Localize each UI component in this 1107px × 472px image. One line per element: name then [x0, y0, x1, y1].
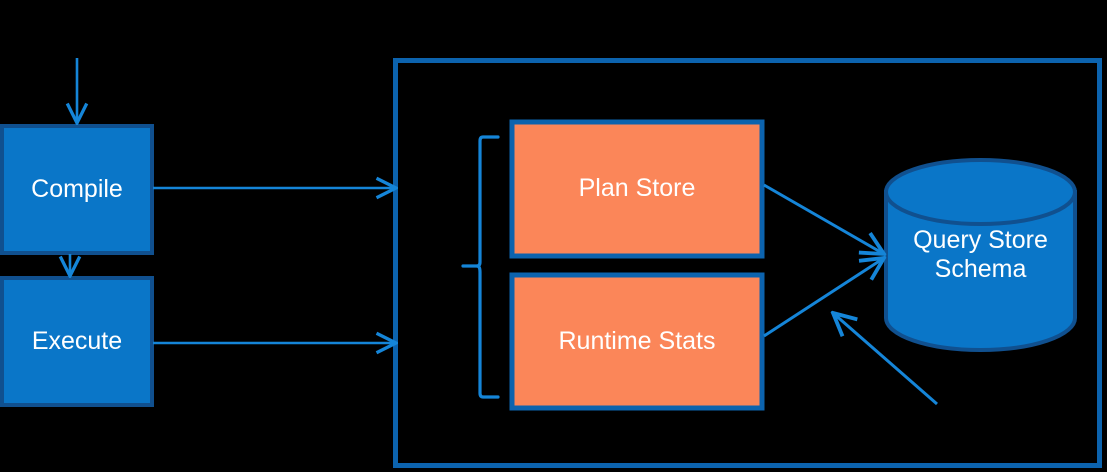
query-store-schema-node[interactable]: [884, 158, 1077, 352]
connector-runtime-stats-to-db: [763, 258, 884, 338]
runtime-stats-node[interactable]: [509, 272, 765, 411]
query-store-container: [393, 58, 1102, 468]
connector-plan-store-to-db: [763, 183, 884, 254]
execute-node[interactable]: [0, 276, 154, 407]
plan-store-node[interactable]: [509, 119, 765, 259]
compile-node[interactable]: [0, 124, 154, 255]
grouping-bracket: [461, 135, 500, 399]
connector-external-to-db: [833, 313, 938, 406]
